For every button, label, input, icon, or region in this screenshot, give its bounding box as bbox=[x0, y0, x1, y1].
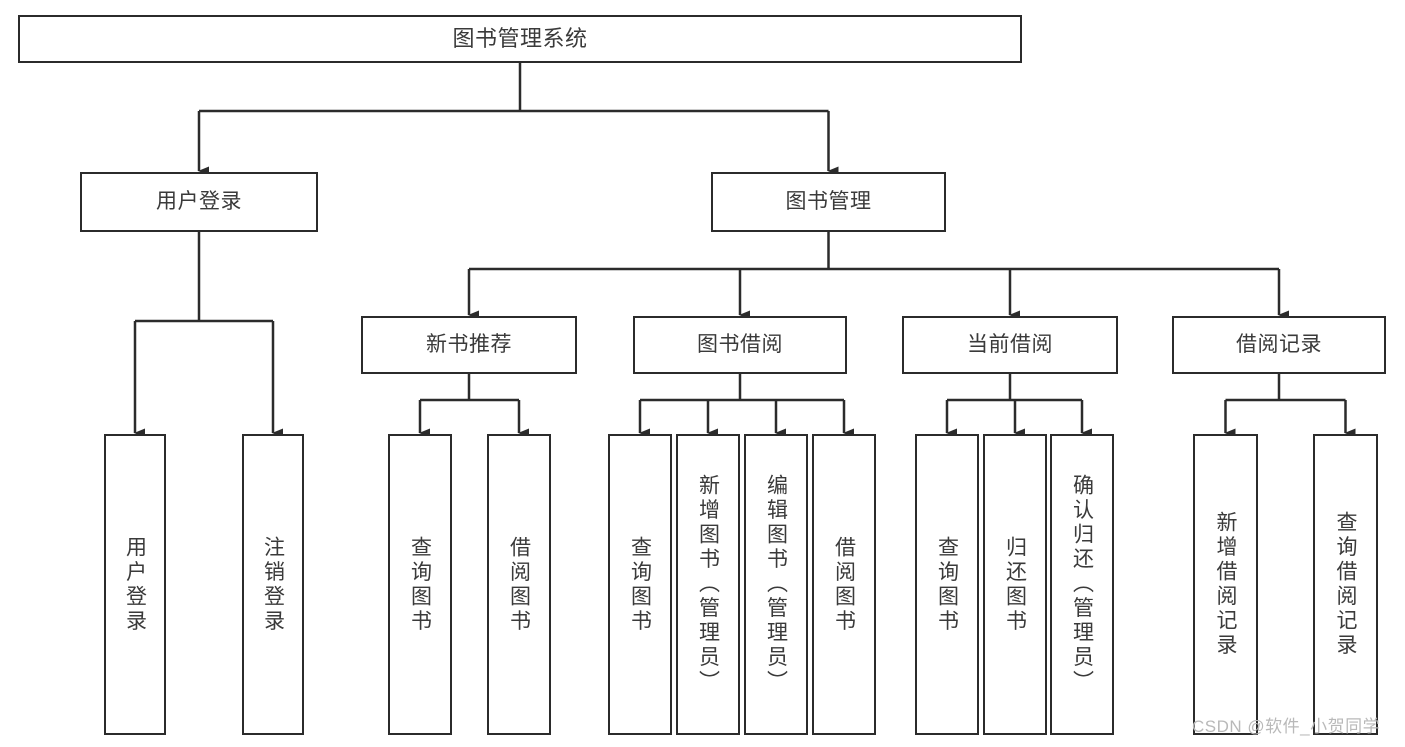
node-n3[interactable]: 查询图书 bbox=[388, 434, 452, 735]
node-label: 图书借阅 bbox=[697, 333, 783, 357]
node-label: 查询图书 bbox=[628, 535, 652, 634]
node-l1b[interactable]: 图书管理 bbox=[711, 172, 946, 232]
node-label: 借阅图书 bbox=[832, 535, 856, 634]
node-label: 确认归还（管理员） bbox=[1070, 474, 1094, 695]
node-label: 新书推荐 bbox=[426, 333, 512, 357]
node-l2a[interactable]: 新书推荐 bbox=[361, 316, 577, 374]
node-n1[interactable]: 用户登录 bbox=[104, 434, 166, 735]
node-l2b[interactable]: 图书借阅 bbox=[633, 316, 847, 374]
node-label: 编辑图书（管理员） bbox=[764, 474, 788, 695]
node-l1a[interactable]: 用户登录 bbox=[80, 172, 318, 232]
node-label: 当前借阅 bbox=[967, 333, 1053, 357]
node-label: 图书管理 bbox=[785, 190, 872, 214]
node-label: 用户登录 bbox=[123, 535, 147, 634]
node-n9[interactable]: 查询图书 bbox=[915, 434, 979, 735]
node-label: 用户登录 bbox=[156, 190, 242, 214]
node-label: 归还图书 bbox=[1003, 535, 1027, 634]
node-n7[interactable]: 编辑图书（管理员） bbox=[744, 434, 808, 735]
node-n11[interactable]: 确认归还（管理员） bbox=[1050, 434, 1114, 735]
node-n8[interactable]: 借阅图书 bbox=[812, 434, 876, 735]
node-label: 新增借阅记录 bbox=[1214, 511, 1237, 658]
node-root[interactable]: 图书管理系统 bbox=[18, 15, 1022, 63]
csdn-watermark: CSDN @软件_小贺同学 bbox=[1192, 717, 1381, 736]
node-label: 注销登录 bbox=[261, 535, 285, 634]
node-label: 查询借阅记录 bbox=[1334, 511, 1357, 658]
node-label: 查询图书 bbox=[408, 535, 432, 634]
node-n5[interactable]: 查询图书 bbox=[608, 434, 672, 735]
node-label: 查询图书 bbox=[935, 535, 959, 634]
node-n6[interactable]: 新增图书（管理员） bbox=[676, 434, 740, 735]
node-n10[interactable]: 归还图书 bbox=[983, 434, 1047, 735]
node-label: 借阅记录 bbox=[1236, 333, 1322, 357]
node-n13[interactable]: 查询借阅记录 bbox=[1313, 434, 1378, 735]
node-l2d[interactable]: 借阅记录 bbox=[1172, 316, 1386, 374]
node-n2[interactable]: 注销登录 bbox=[242, 434, 304, 735]
node-label: 借阅图书 bbox=[507, 535, 531, 634]
node-n12[interactable]: 新增借阅记录 bbox=[1193, 434, 1258, 735]
node-label: 新增图书（管理员） bbox=[696, 474, 720, 695]
node-n4[interactable]: 借阅图书 bbox=[487, 434, 551, 735]
node-label: 图书管理系统 bbox=[452, 25, 588, 51]
node-l2c[interactable]: 当前借阅 bbox=[902, 316, 1118, 374]
